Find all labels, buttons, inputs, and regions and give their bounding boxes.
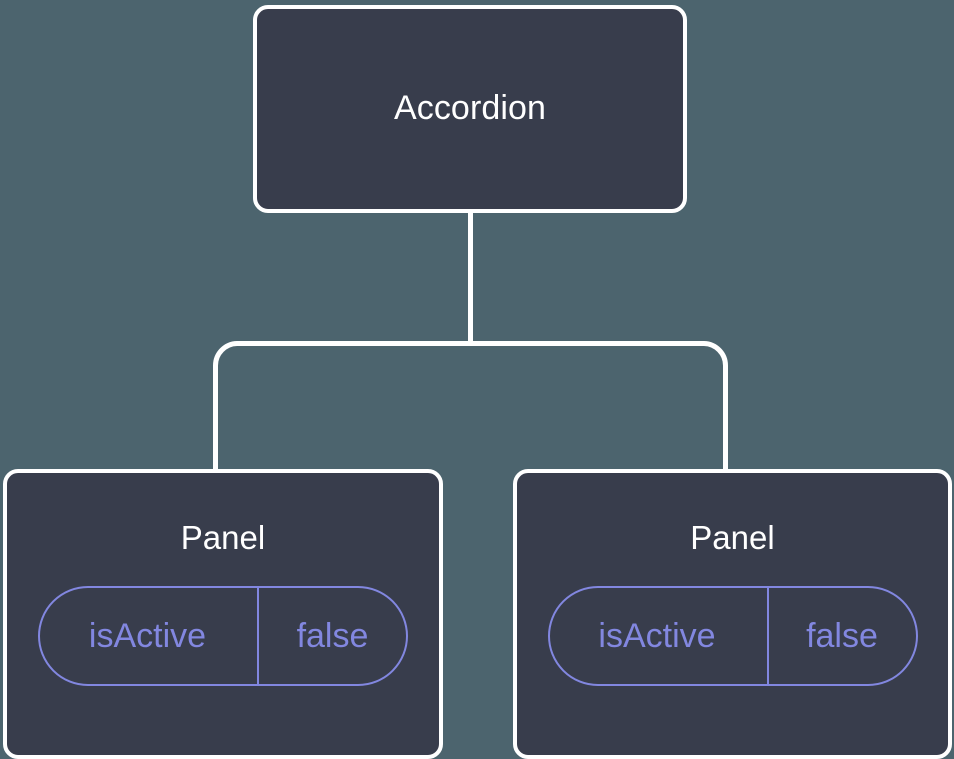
prop-pill-panel-1-value: false bbox=[296, 616, 369, 655]
prop-pill-panel-2[interactable]: isActive false bbox=[547, 585, 918, 686]
node-accordion[interactable]: Accordion bbox=[253, 5, 687, 213]
edge-root-to-panel-1 bbox=[213, 341, 471, 472]
node-panel-1-title: Panel bbox=[180, 519, 266, 556]
prop-pill-panel-2-value: false bbox=[806, 616, 878, 655]
node-accordion-title: Accordion bbox=[393, 89, 547, 128]
node-panel-1[interactable]: Panel isActive false bbox=[3, 469, 443, 759]
prop-pill-panel-2-key: isActive bbox=[550, 587, 769, 684]
diagram-canvas: Accordion Panel isActive false Panel isA… bbox=[3, 5, 952, 759]
node-panel-2[interactable]: Panel isActive false bbox=[513, 469, 952, 759]
prop-pill-panel-1-key: isActive bbox=[40, 587, 259, 684]
node-panel-2-title: Panel bbox=[690, 519, 775, 556]
prop-pill-panel-1[interactable]: isActive false bbox=[38, 585, 408, 686]
edge-root-to-panel-2 bbox=[470, 341, 728, 472]
